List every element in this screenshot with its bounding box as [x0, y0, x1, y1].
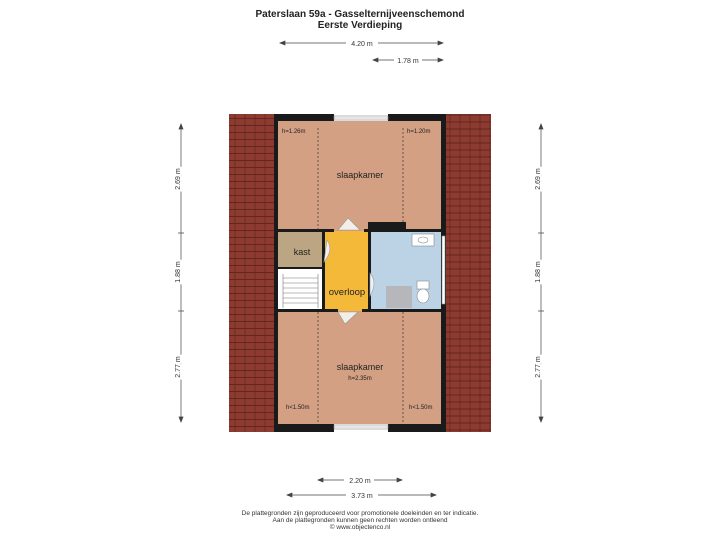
height-bottom-center: h=2.35m [348, 376, 372, 382]
bathroom-fixtures [386, 233, 435, 308]
dim-left-mid: 1.88 m [175, 261, 182, 283]
room-label-landing: overloop [329, 287, 365, 298]
disclaimer-line-2: Aan de plattegronden kunnen geen rechten… [272, 517, 448, 524]
plan-title: Paterslaan 59a - Gasselternijveenschemon… [255, 9, 465, 20]
room-label-top-bedroom: slaapkamer [337, 170, 384, 180]
dim-right-top: 2.69 m [535, 168, 542, 190]
floor-name: Eerste Verdieping [317, 20, 403, 31]
landing-floor [324, 231, 370, 311]
dim-top-total: 4.20 m [351, 41, 373, 48]
height-top-right: h=1.20m [407, 129, 431, 135]
dim-bottom-partial: 2.20 m [349, 478, 371, 485]
height-bottom-left: h<1.50m [286, 405, 310, 411]
dim-right-bottom: 2.77 m [535, 356, 542, 378]
roof-left [229, 114, 277, 432]
roof-slope-lines [317, 128, 404, 424]
room-label-bottom-bedroom: slaapkamer [337, 362, 384, 372]
disclaimer-line-1: De plattegronden zijn geproduceerd voor … [241, 510, 479, 517]
bedroom-top-floor [277, 121, 443, 231]
dim-right-mid: 1.88 m [535, 261, 542, 283]
roof-right [443, 114, 491, 432]
height-top-left: h=1.26m [282, 129, 306, 135]
stair-area [277, 269, 324, 311]
doors [323, 217, 375, 325]
closet-floor [277, 231, 324, 269]
height-bottom-right: h<1.50m [409, 405, 433, 411]
bedroom-bottom-floor [277, 311, 443, 424]
copyright-notice: © www.objectenco.nl [329, 524, 391, 531]
dim-bottom-total: 3.73 m [351, 493, 373, 500]
stairs [282, 274, 319, 308]
dim-left-top: 2.69 m [175, 168, 182, 190]
room-label-closet: kast [294, 247, 311, 257]
dimension-lines [178, 40, 544, 498]
dim-top-partial: 1.78 m [397, 58, 419, 65]
dim-left-bottom: 2.77 m [175, 356, 182, 378]
